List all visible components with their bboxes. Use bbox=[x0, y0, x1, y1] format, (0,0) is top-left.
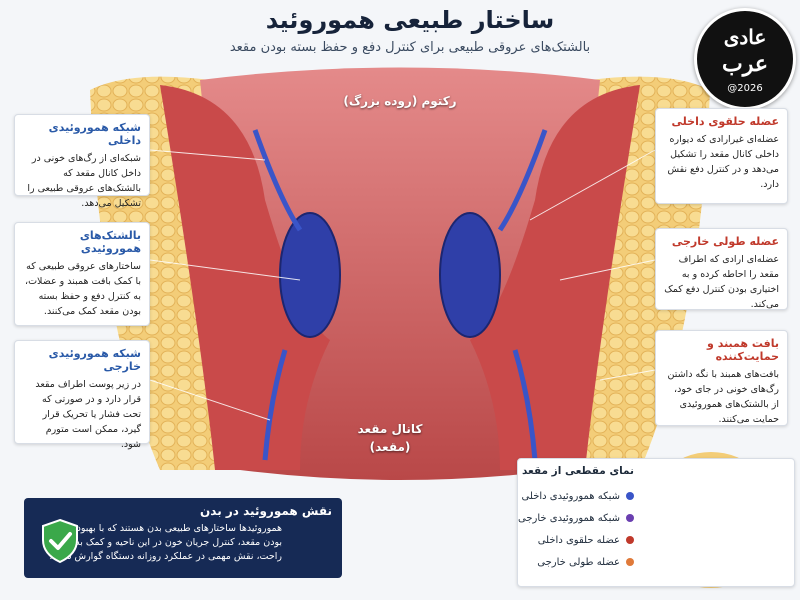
role-note-panel: نقش هموروئید در بدن هموروئیدها ساختارهای… bbox=[24, 498, 342, 578]
box-connective-tissue: بافت همبند و حمایت‌کننده بافت‌های همبند … bbox=[655, 330, 788, 426]
box-external-muscle: عضله طولی خارجی عضله‌ای ارادی که اطراف م… bbox=[655, 228, 788, 310]
anal-wall-right bbox=[470, 85, 640, 470]
brand-logo: عادی عرب @2026 bbox=[694, 8, 796, 110]
logo-line-2: عرب bbox=[722, 51, 768, 77]
legend-dot bbox=[626, 558, 634, 566]
box-internal-plexus: شبکه هموروئیدی داخلی شبکه‌ای از رگ‌های خ… bbox=[14, 114, 150, 209]
box-title: شبکه هموروئیدی داخلی bbox=[48, 121, 141, 147]
logo-handle: @2026 bbox=[727, 83, 763, 94]
box-external-plexus: شبکه هموروئیدی خارجی در زیر پوست اطراف م… bbox=[14, 340, 150, 450]
box-title: عضله حلقوی داخلی bbox=[671, 115, 779, 128]
note-text: هموروئیدها ساختارهای طبیعی بدن هستند که … bbox=[49, 523, 282, 562]
shield-check-icon bbox=[42, 518, 78, 564]
legend-label: عضله حلقوی داخلی bbox=[537, 535, 620, 546]
box-title: شبکه هموروئیدی خارجی bbox=[48, 347, 141, 373]
cross-section-legend: نمای مقطعی از مقعد شبکه هموروئیدی داخلی … bbox=[517, 458, 795, 587]
box-text: بافت‌های همبند با نگه داشتن رگ‌های خونی … bbox=[667, 369, 780, 425]
box-internal-sphincter: عضله حلقوی داخلی عضله‌ای غیرارادی که دیو… bbox=[655, 108, 788, 204]
box-title: عضله طولی خارجی bbox=[671, 235, 779, 248]
logo-line-1: عادی bbox=[723, 25, 767, 49]
box-text: عضله‌ای غیرارادی که دیواره داخلی کانال م… bbox=[667, 134, 779, 190]
anal-wall-left bbox=[160, 85, 330, 470]
pointer-lines bbox=[149, 149, 656, 421]
box-text: ساختارهای عروقی طبیعی که با کمک بافت همب… bbox=[25, 261, 141, 317]
note-title: نقش هموروئید در بدن bbox=[200, 504, 332, 518]
box-text: عضله‌ای ارادی که اطراف مقعد را احاطه کرد… bbox=[664, 254, 779, 310]
box-cushions: بالشتک‌های هموروئیدی ساختارهای عروقی طبی… bbox=[14, 222, 150, 326]
legend-item-external-muscle: عضله طولی خارجی bbox=[537, 557, 634, 568]
vessel-right bbox=[497, 129, 548, 461]
cushion-left bbox=[279, 212, 341, 338]
legend-label: شبکه هموروئیدی خارجی bbox=[518, 513, 620, 524]
anal-canal-label: کانال مقعد bbox=[357, 422, 423, 436]
legend-dot bbox=[626, 514, 634, 522]
box-text: شبکه‌ای از رگ‌های خونی در داخل کانال مقع… bbox=[27, 153, 141, 209]
legend-title: نمای مقطعی از مقعد bbox=[521, 465, 634, 477]
rectum-label: رکتوم (روده بزرگ) bbox=[343, 94, 457, 108]
box-title: بالشتک‌های هموروئیدی bbox=[79, 229, 141, 255]
legend-item-internal-plexus: شبکه هموروئیدی داخلی bbox=[522, 491, 634, 502]
box-text: در زیر پوست اطراف مقعد قرار دارد و در صو… bbox=[35, 379, 141, 450]
legend-dot bbox=[626, 536, 634, 544]
page-subtitle: بالشتک‌های عروقی طبیعی برای کنترل دفع و … bbox=[229, 40, 591, 55]
legend-item-external-plexus: شبکه هموروئیدی خارجی bbox=[518, 513, 634, 524]
legend-dot bbox=[626, 492, 634, 500]
legend-item-internal-sphincter: عضله حلقوی داخلی bbox=[538, 535, 634, 546]
box-title: بافت همبند و حمایت‌کننده bbox=[707, 337, 779, 363]
legend-label: عضله طولی خارجی bbox=[537, 557, 620, 568]
legend-label: شبکه هموروئیدی داخلی bbox=[521, 491, 620, 502]
anus-label: (مقعد) bbox=[369, 440, 411, 454]
vessel-left bbox=[252, 129, 303, 461]
cushion-right bbox=[439, 212, 501, 338]
page-title: ساختار طبیعی هموروئید bbox=[265, 6, 555, 34]
